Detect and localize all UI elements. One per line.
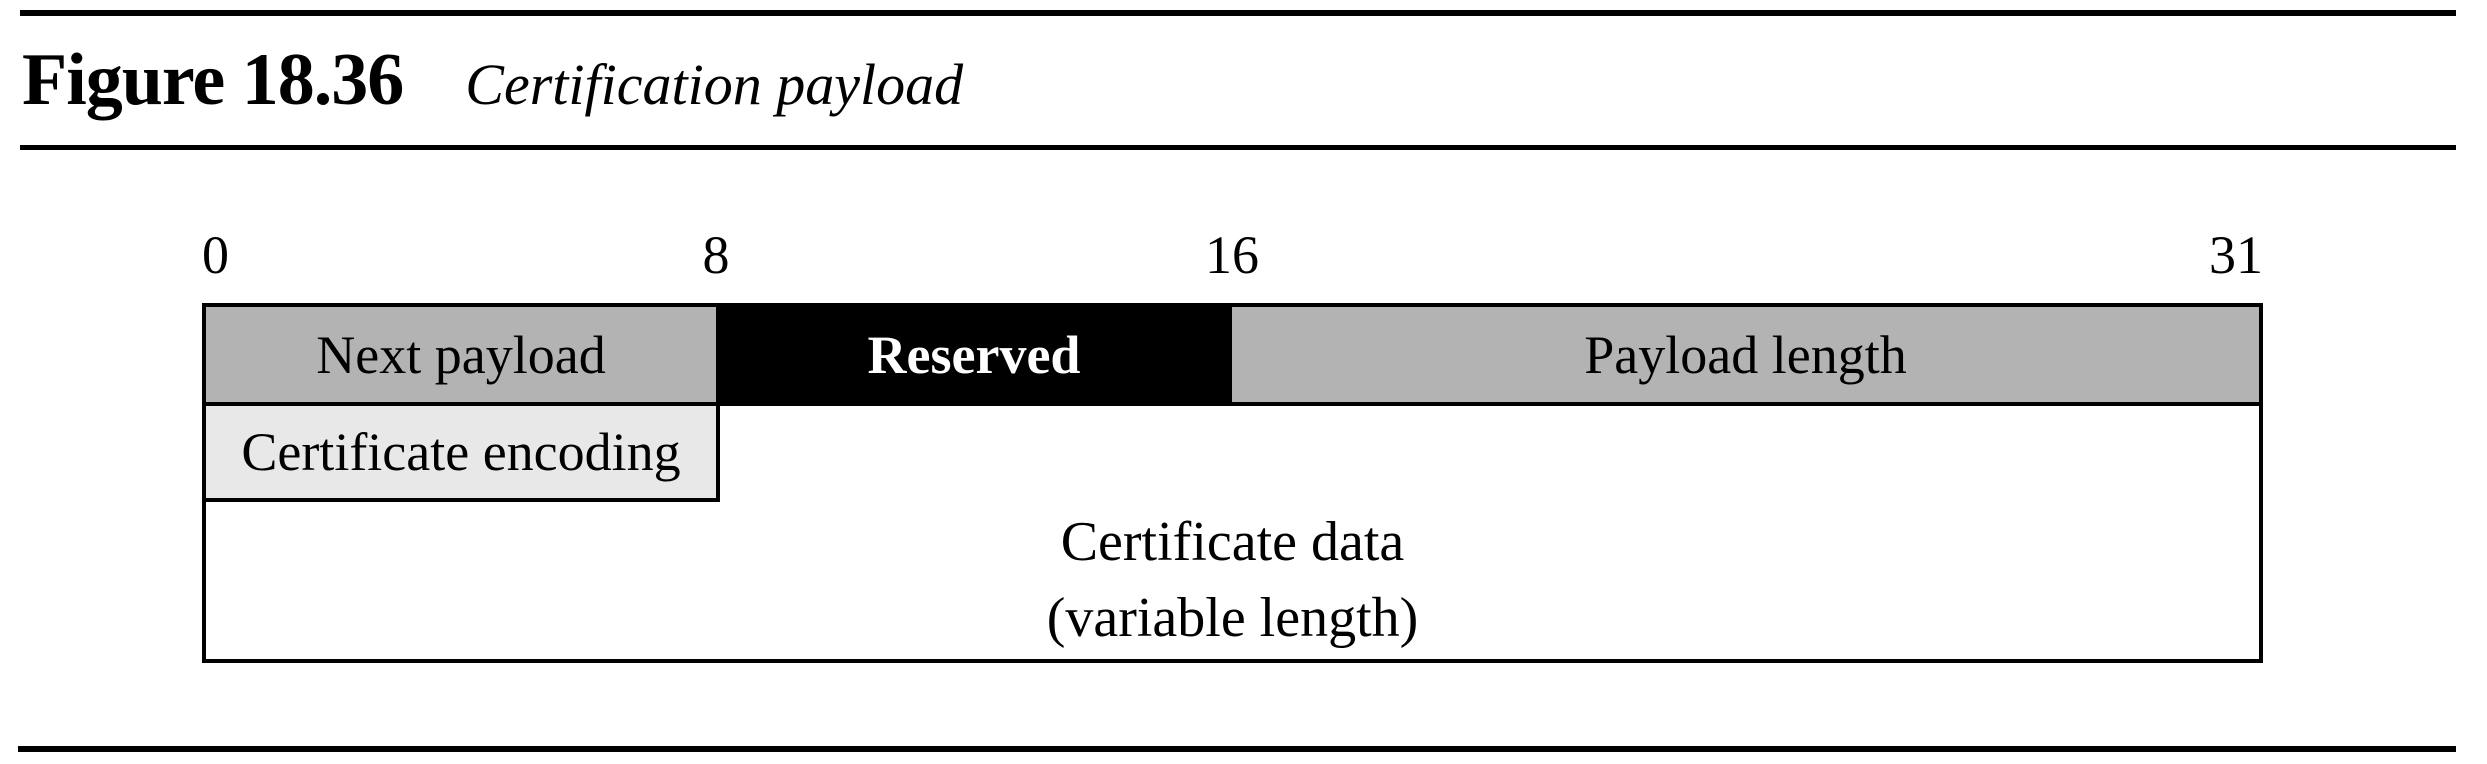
figure-title: Figure 18.36 Certification payload [22,38,963,123]
bit-label-16: 16 [1205,225,1259,285]
field-certificate-encoding: Certificate encoding [206,406,720,502]
bit-label-31: 31 [2209,225,2263,285]
field-reserved: Reserved [716,307,1232,402]
field-next-payload: Next payload [206,307,716,402]
figure-caption: Certification payload [465,52,964,117]
caption-divider-rule [20,145,2456,150]
certificate-data-line2: (variable length) [1046,586,1419,649]
top-rule [20,10,2456,16]
bit-label-8: 8 [702,225,730,285]
header-word-row: Next payload Reserved Payload length [206,307,2259,406]
field-certificate-data: Certificate data (variable length) [206,502,2259,659]
field-payload-length: Payload length [1232,307,2259,402]
certificate-data-line1: Certificate data [1060,510,1405,573]
bit-label-0: 0 [202,225,229,285]
packet-diagram: Next payload Reserved Payload length Cer… [202,303,2263,663]
figure-number-label: Figure 18.36 [22,39,404,121]
bottom-rule [18,746,2456,752]
